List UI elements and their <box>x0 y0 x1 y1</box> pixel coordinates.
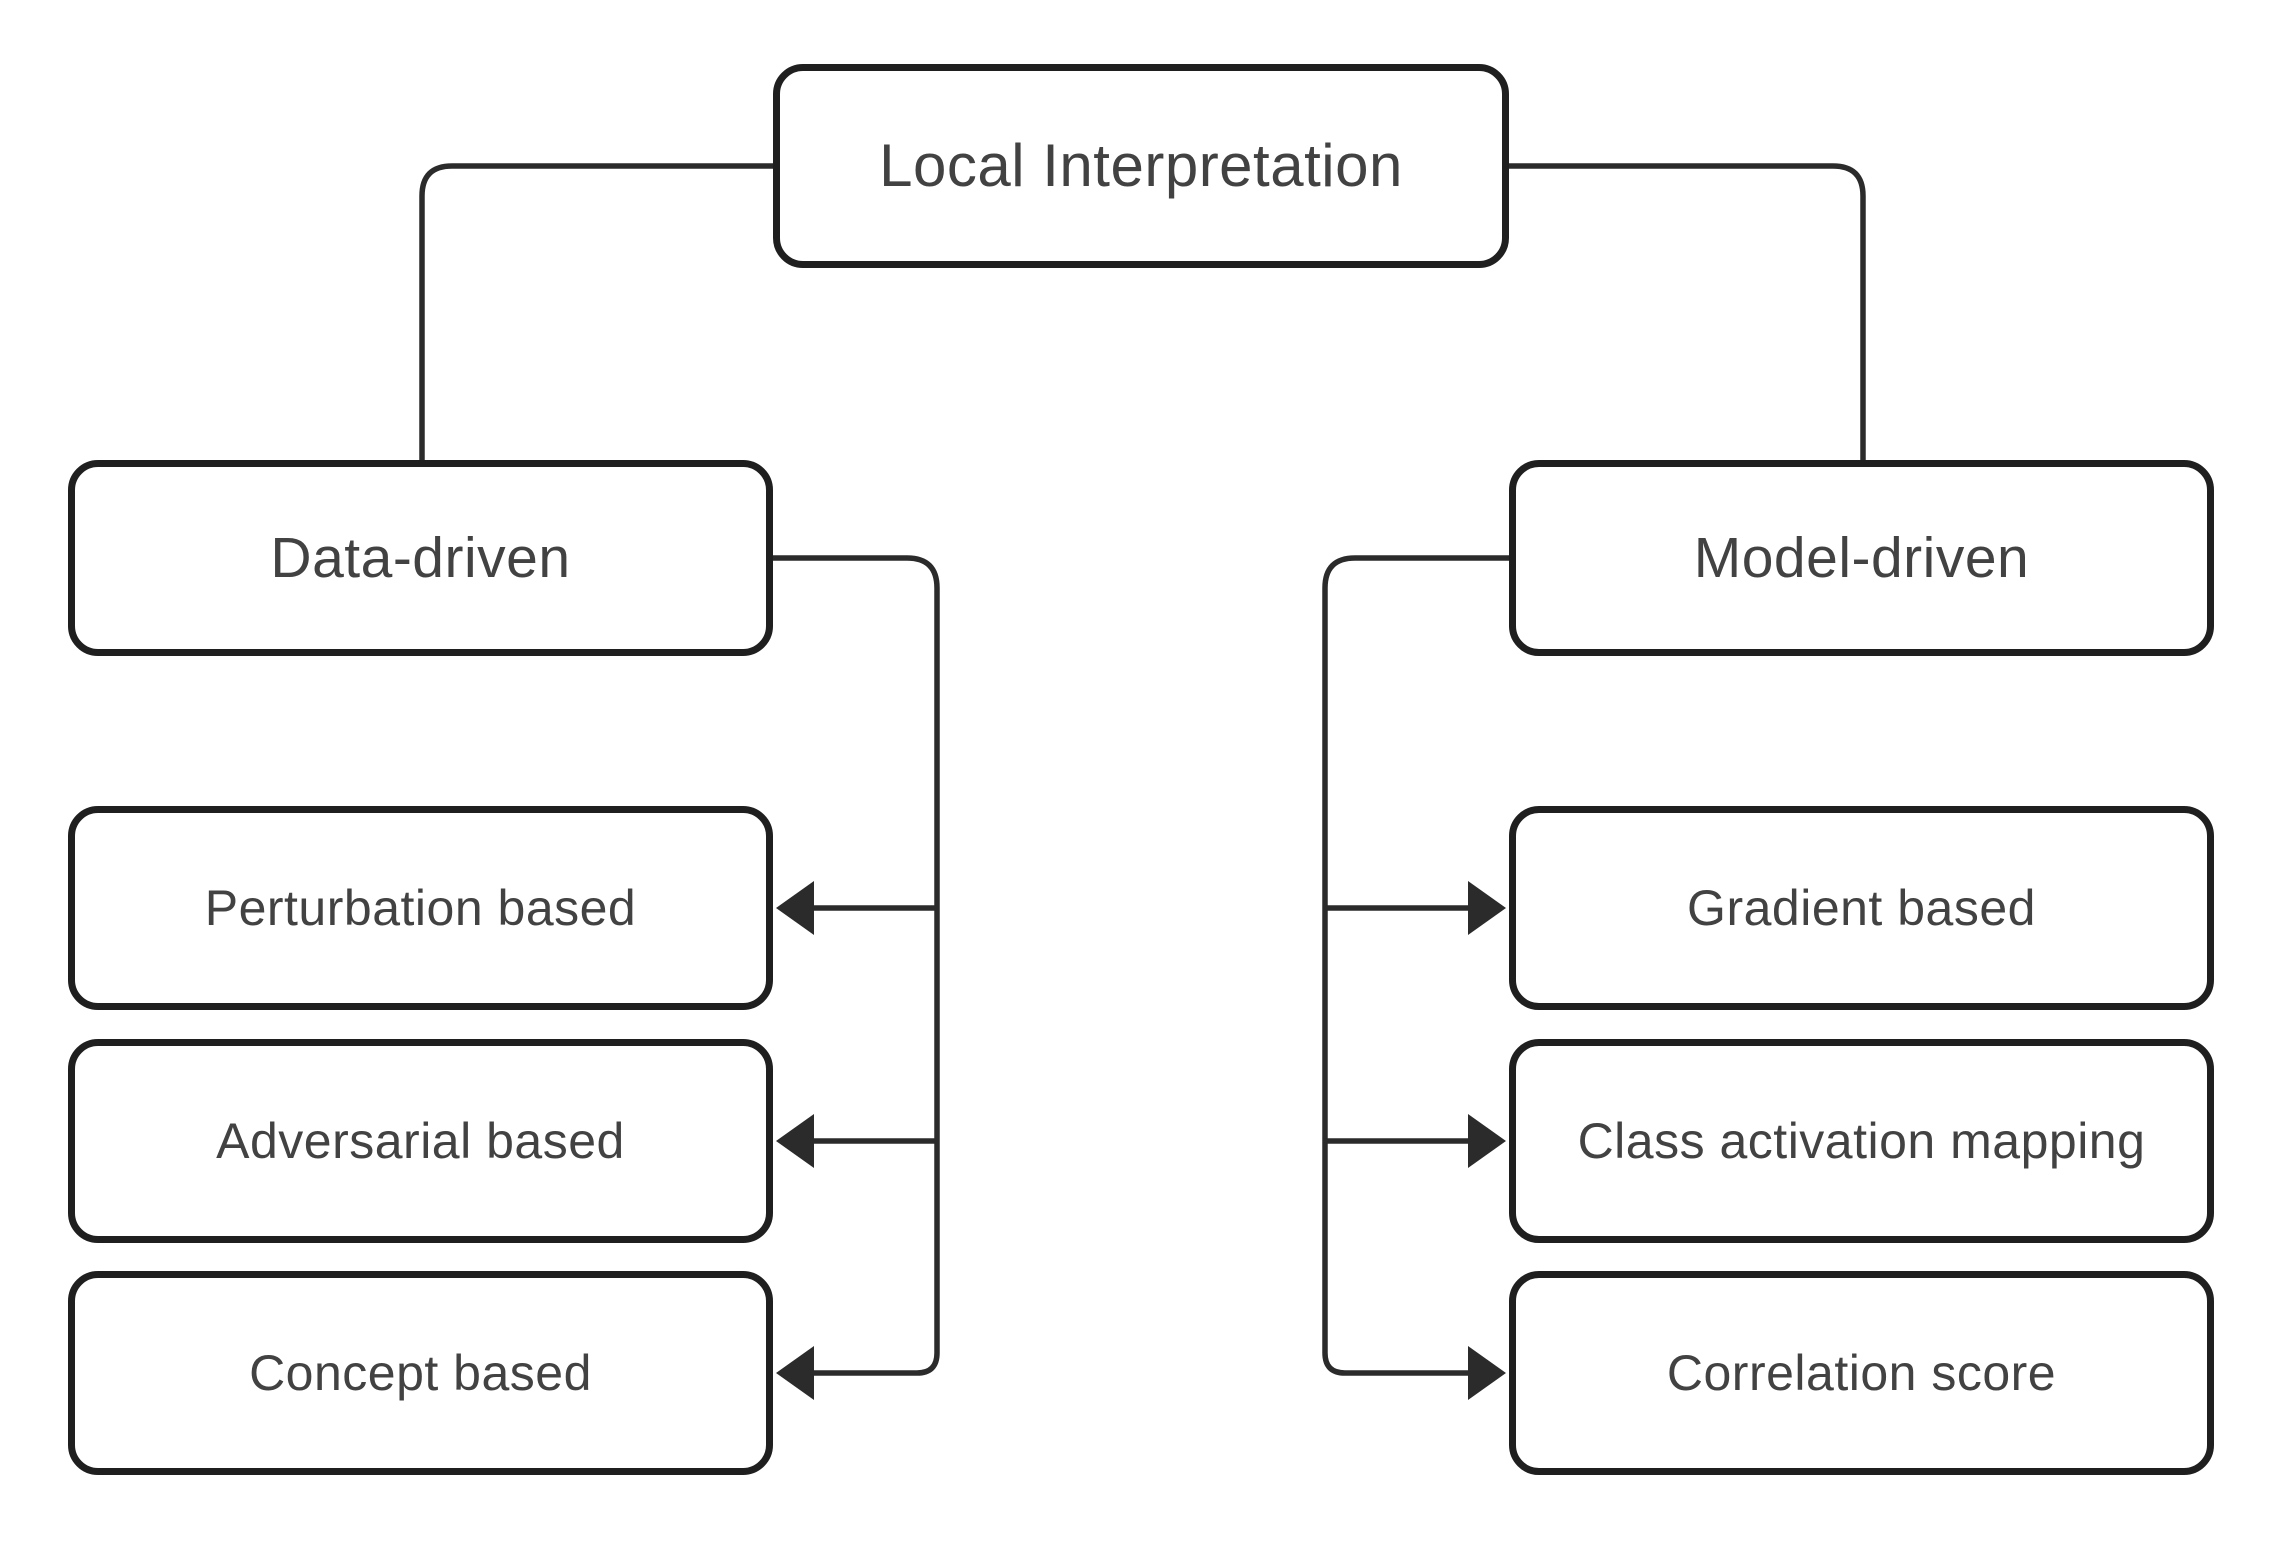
arrowhead-adversarial <box>776 1114 814 1168</box>
node-label: Concept based <box>249 1344 592 1401</box>
node-label: Perturbation based <box>204 879 637 936</box>
edge-root-to-model-driven <box>1509 163 1866 461</box>
node-label: Local Interpretation <box>879 132 1403 199</box>
node-label: Adversarial based <box>216 1112 625 1169</box>
node-perturbation-based: Perturbation based <box>68 806 773 1010</box>
node-concept-based: Concept based <box>68 1271 773 1475</box>
node-label: Gradient based <box>1687 879 2036 936</box>
node-adversarial-based: Adversarial based <box>68 1039 773 1243</box>
edge-model-driven-trunk <box>1322 555 1510 1376</box>
arrowhead-gradient <box>1468 881 1506 935</box>
node-local-interpretation: Local Interpretation <box>773 64 1509 268</box>
node-data-driven: Data-driven <box>68 460 773 656</box>
node-class-activation-mapping: Class activation mapping <box>1509 1039 2214 1243</box>
arrowhead-concept <box>776 1346 814 1400</box>
arrowhead-perturbation <box>776 881 814 935</box>
edge-root-to-data-driven <box>419 163 773 461</box>
node-model-driven: Model-driven <box>1509 460 2214 656</box>
node-label: Data-driven <box>270 525 571 590</box>
node-label: Model-driven <box>1693 525 2030 590</box>
edge-data-driven-trunk <box>772 555 940 1376</box>
arrowhead-correlation <box>1468 1346 1506 1400</box>
node-label: Correlation score <box>1666 1344 2057 1401</box>
arrowhead-cam <box>1468 1114 1506 1168</box>
node-correlation-score: Correlation score <box>1509 1271 2214 1475</box>
node-label: Class activation mapping <box>1577 1112 2146 1169</box>
node-gradient-based: Gradient based <box>1509 806 2214 1010</box>
